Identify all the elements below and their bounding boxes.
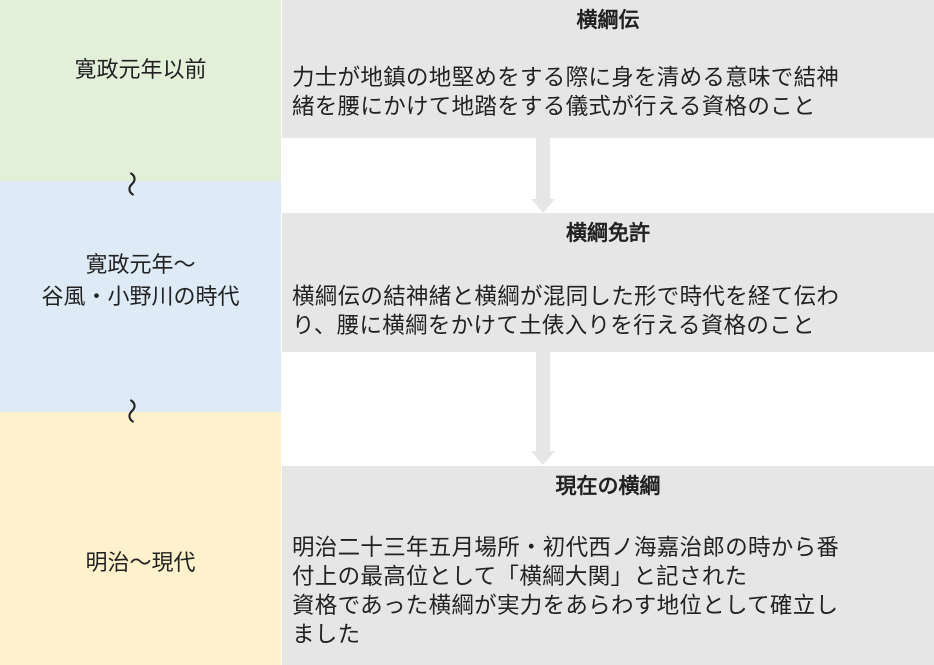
stage-description: 力士が地鎮の地堅めをする際に身を清める意味で結神 緒を腰にかけて地踏をする儀式が… [292,65,840,120]
range-separator-icon: 〜 [115,398,146,425]
down-arrow-icon [531,138,556,213]
era-pre-kansei: 寛政元年以前 [0,0,281,181]
stage-description: 横綱伝の結神緒と横綱が混同した形で時代を経て伝わ り、腰に横綱をかけて土俵入りを… [292,284,840,339]
era-label: 寛政元年以前 [74,57,207,83]
range-separator-icon: 〜 [115,171,146,198]
era-meiji-present: 明治〜現代 [0,412,281,665]
stage-yokozuna-menkyo: 横綱免許 横綱伝の結神緒と横綱が混同した形で時代を経て伝わ り、腰に横綱をかけて… [282,213,934,352]
era-label: 明治〜現代 [85,550,196,576]
down-arrow-icon [531,352,556,466]
stage-title: 現在の横綱 [555,474,661,498]
stage-title: 横綱伝 [576,8,640,32]
stage-current-yokozuna: 現在の横綱 明治二十三年五月場所・初代西ノ海嘉治郎の時から番 付上の最高位として… [282,466,934,665]
stage-description: 明治二十三年五月場所・初代西ノ海嘉治郎の時から番 付上の最高位として「横綱大関」… [292,535,840,648]
stage-yokozuna-den: 横綱伝 力士が地鎮の地堅めをする際に身を清める意味で結神 緒を腰にかけて地踏をす… [282,0,934,138]
era-label: 寛政元年〜 谷風・小野川の時代 [41,252,240,310]
era-kansei-tanikaze: 寛政元年〜 谷風・小野川の時代 [0,181,281,412]
stage-title: 横綱免許 [566,221,650,245]
